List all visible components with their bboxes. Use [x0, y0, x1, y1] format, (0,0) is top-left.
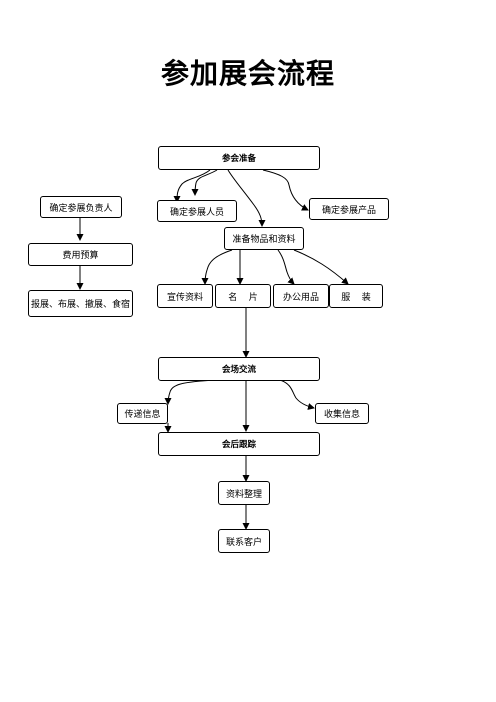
node-confirm-staff: 确定参展人员	[157, 200, 237, 222]
edge-prep-materials	[227, 169, 266, 227]
node-prepare-materials: 准备物品和资料	[224, 227, 304, 250]
node-venue-exchange: 会场交流	[158, 357, 320, 381]
node-organize-data: 资料整理	[218, 481, 270, 505]
node-post-followup: 会后跟踪	[158, 432, 320, 456]
node-collect-info: 收集信息	[315, 403, 369, 424]
edge-prep-staff	[191, 169, 218, 196]
edge-exchange-collect	[279, 379, 315, 410]
edge-prep-product	[262, 169, 309, 211]
node-logistics: 报展、布展、撤展、食宿	[28, 290, 133, 317]
node-budget: 费用预算	[28, 243, 133, 266]
edge-materials-promo	[201, 249, 233, 285]
node-contact-clients: 联系客户	[218, 529, 270, 553]
page-title: 参加展会流程	[160, 57, 335, 90]
node-business-card: 名 片	[215, 284, 271, 308]
node-attire: 服 装	[329, 284, 383, 308]
edge-prep-lead	[173, 169, 211, 203]
node-promo-materials: 宣传资料	[157, 284, 213, 308]
edge-materials-office	[277, 249, 295, 285]
node-office-supplies: 办公用品	[273, 284, 329, 308]
edge-exchange-deliver	[164, 379, 216, 405]
edge-materials-attire	[293, 249, 349, 285]
node-confirm-lead: 确定参展负责人	[40, 196, 122, 218]
node-confirm-product: 确定参展产品	[309, 198, 389, 220]
node-deliver-info: 传递信息	[117, 403, 168, 424]
node-conference-prep: 参会准备	[158, 146, 320, 170]
